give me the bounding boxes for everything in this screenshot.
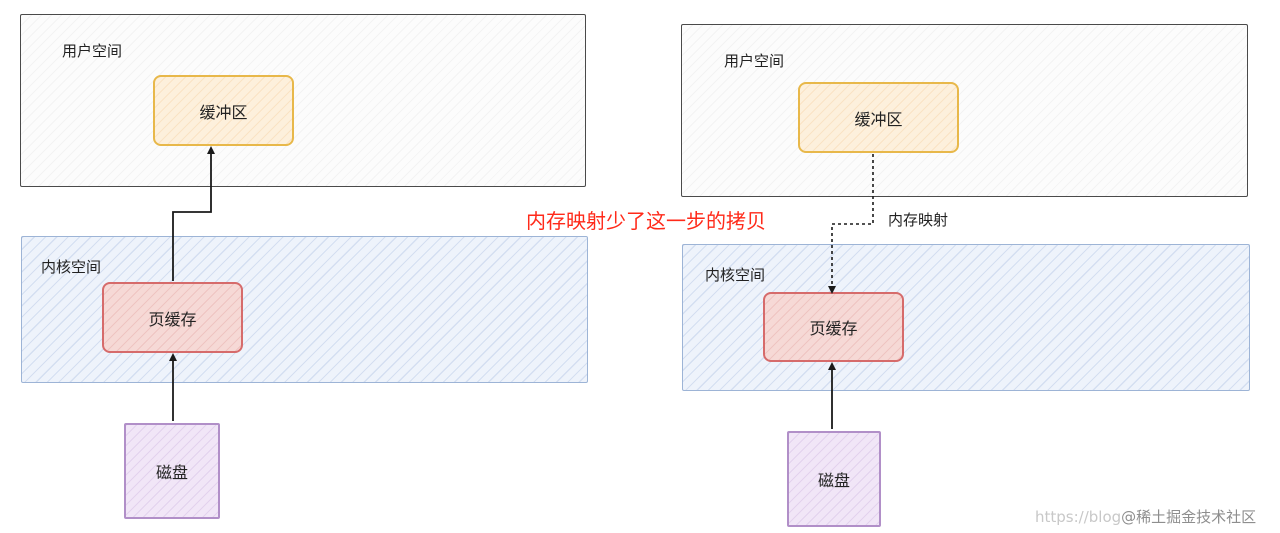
left-buffer-label: 缓冲区 [199,102,248,122]
right-page-cache-label: 页缓存 [809,319,858,338]
left-page-cache-label: 页缓存 [148,309,197,329]
left-disk-label: 磁盘 [155,463,188,482]
right-buffer-label: 缓冲区 [854,109,903,129]
right-user-space-box [681,24,1248,197]
left-buffer-node: 缓冲区 [153,75,294,146]
watermark-source: @稀土掘金技术社区 [1121,508,1257,526]
left-kernel-space-box [21,236,588,383]
right-kernel-space-label: 内核空间 [705,266,766,284]
right-page-cache-node: 页缓存 [763,292,904,362]
left-page-cache-node: 页缓存 [102,282,243,353]
left-disk-node: 磁盘 [124,423,220,519]
left-user-space-label: 用户空间 [62,42,123,60]
right-disk-label: 磁盘 [817,471,850,490]
watermark-url: https://blog [1035,508,1122,526]
right-user-space-label: 用户空间 [724,52,785,70]
right-buffer-node: 缓冲区 [798,82,959,153]
left-kernel-space-label: 内核空间 [41,258,102,276]
left-user-space-box [20,14,586,187]
right-disk-node: 磁盘 [787,431,881,527]
annotation-text: 内存映射少了这一步的拷贝 [526,209,766,233]
memory-mapping-label: 内存映射 [888,211,949,229]
watermark: https://blog@稀土掘金技术社区 [1035,506,1256,527]
right-kernel-space-box [682,244,1250,391]
